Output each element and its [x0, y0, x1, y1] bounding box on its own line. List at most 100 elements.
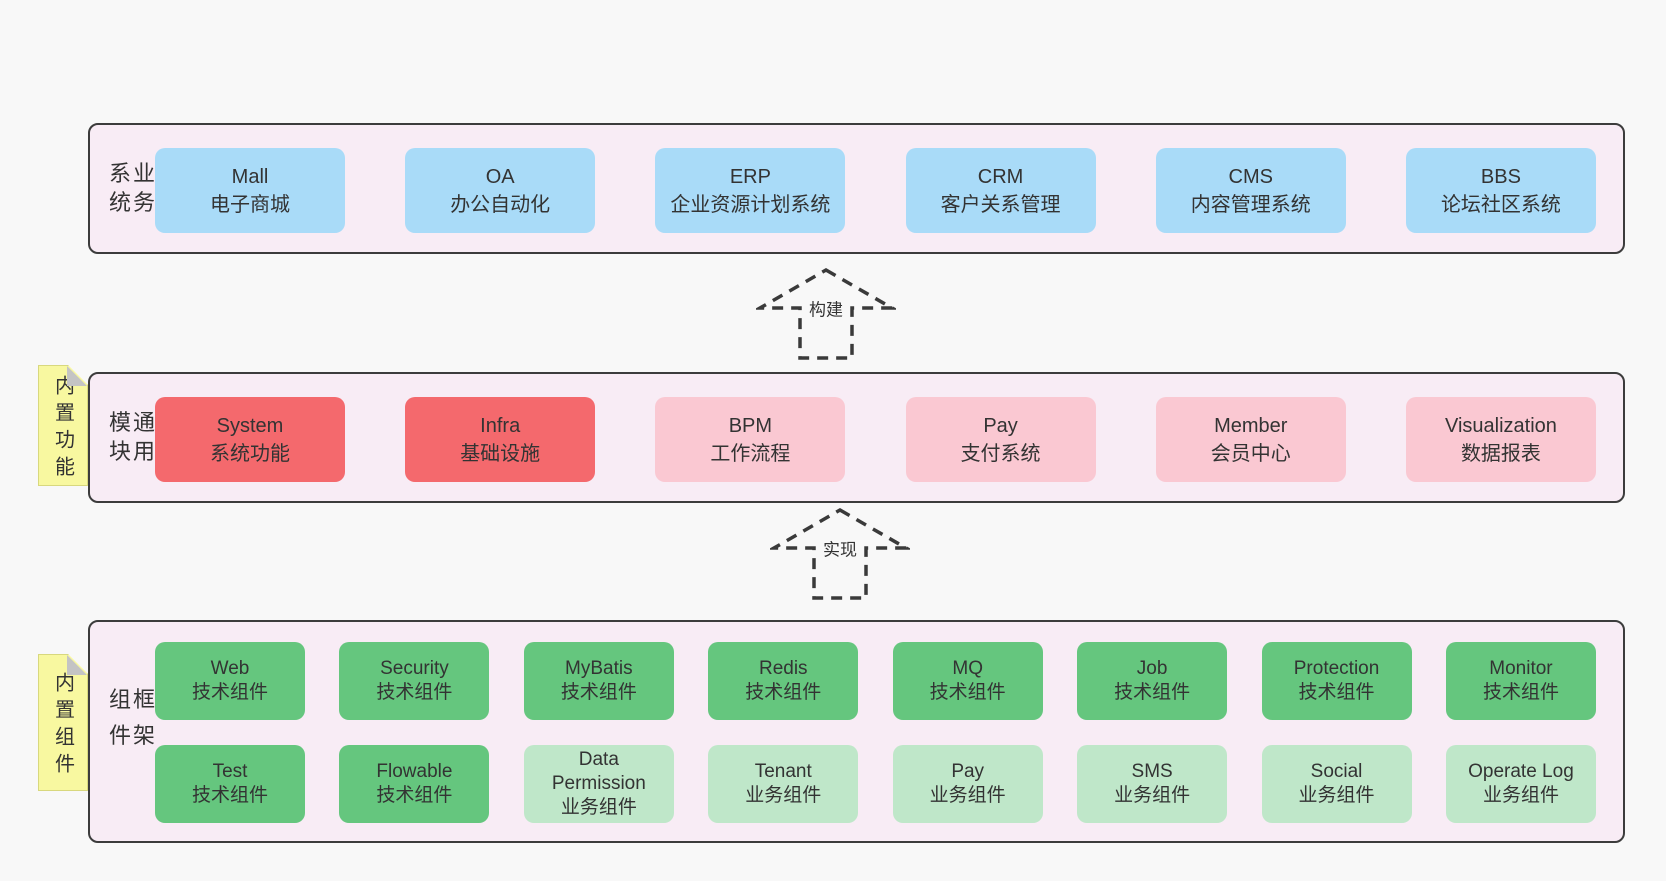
band-label-framework-components: 框架组件: [106, 687, 155, 760]
box-name: Social: [1310, 761, 1363, 782]
box-name: OA: [485, 165, 515, 188]
box-name: Member: [1214, 414, 1288, 437]
box-desc: 系统功能: [210, 442, 290, 465]
box-test: Test 技术组件: [155, 745, 305, 823]
box-redis: Redis 技术组件: [708, 642, 859, 720]
box-visualization: Visualization 数据报表: [1405, 397, 1596, 482]
box-mybatis: MyBatis 技术组件: [523, 642, 674, 720]
box-crm: CRM 客户关系管理: [905, 148, 1096, 233]
box-web: Web 技术组件: [155, 642, 305, 720]
note-text: 内置组件: [51, 671, 74, 780]
box-desc: 技术组件: [1482, 682, 1559, 703]
box-desc: 基础设施: [460, 442, 541, 465]
box-system: System 系统功能: [155, 397, 345, 482]
band-common-modules: 通用模块 System 系统功能 Infra 基础设施 BPM 工作流程 Pay…: [88, 372, 1625, 503]
box-name: ERP: [729, 165, 771, 188]
box-name: System: [216, 414, 284, 437]
box-name: Monitor: [1489, 658, 1553, 679]
implement-arrow: 实现: [770, 506, 910, 602]
band-business-systems: 业务系统 Mall 电子商城 OA 办公自动化 ERP 企业资源计划系统 CRM…: [88, 123, 1625, 254]
box-name: BBS: [1480, 165, 1521, 188]
note-text: 内置功能: [51, 374, 74, 483]
box-name: Web: [210, 658, 250, 679]
box-name: Mall: [231, 165, 269, 188]
box-desc: 业务组件: [929, 785, 1006, 806]
arrow-label: 实现: [818, 532, 862, 564]
box-name: Pay: [983, 414, 1018, 437]
box-security: Security 技术组件: [339, 642, 490, 720]
box-desc: 企业资源计划系统: [670, 193, 831, 216]
box-desc: 业务组件: [560, 797, 637, 818]
box-desc: 数据报表: [1460, 442, 1541, 465]
box-name: Flowable: [376, 761, 453, 782]
common-modules-row: System 系统功能 Infra 基础设施 BPM 工作流程 Pay 支付系统…: [155, 397, 1596, 482]
box-name: Data Permission: [551, 749, 646, 794]
box-member: Member 会员中心: [1155, 397, 1346, 482]
arrow-label: 构建: [804, 292, 848, 324]
box-tenant: Tenant 业务组件: [708, 745, 859, 823]
box-desc: 论坛社区系统: [1440, 193, 1561, 216]
box-pay-component: Pay 业务组件: [892, 745, 1043, 823]
box-name: Tenant: [754, 761, 812, 782]
box-name: Job: [1136, 658, 1168, 679]
box-name: Infra: [480, 414, 521, 437]
box-job: Job 技术组件: [1077, 642, 1228, 720]
box-desc: 技术组件: [745, 682, 822, 703]
box-desc: 电子商城: [210, 193, 290, 216]
box-social: Social 业务组件: [1261, 745, 1412, 823]
box-desc: 会员中心: [1210, 442, 1291, 465]
box-name: Redis: [758, 658, 808, 679]
dashed-up-arrow-icon: [756, 267, 896, 360]
box-desc: 内容管理系统: [1190, 193, 1311, 216]
box-name: Security: [380, 658, 449, 679]
box-desc: 工作流程: [710, 442, 791, 465]
box-desc: 业务组件: [1482, 785, 1559, 806]
box-name: CRM: [977, 165, 1024, 188]
folded-corner-icon: [67, 655, 87, 675]
band-label-common-modules: 通用模块: [106, 410, 155, 469]
box-bbs: BBS 论坛社区系统: [1405, 148, 1596, 233]
box-mq: MQ 技术组件: [892, 642, 1043, 720]
sticky-note-built-in-features: 内置功能: [38, 365, 88, 486]
box-name: Protection: [1293, 658, 1380, 679]
build-arrow: 构建: [756, 266, 896, 362]
box-desc: 技术组件: [1114, 682, 1191, 703]
box-desc: 技术组件: [191, 682, 268, 703]
box-sms: SMS 业务组件: [1077, 745, 1228, 823]
box-operate-log: Operate Log 业务组件: [1445, 745, 1596, 823]
framework-components-row-2: Test 技术组件 Flowable 技术组件 Data Permission …: [155, 745, 1596, 823]
box-cms: CMS 内容管理系统: [1155, 148, 1346, 233]
box-name: Operate Log: [1468, 761, 1574, 782]
sticky-note-built-in-components: 内置组件: [38, 654, 88, 791]
box-erp: ERP 企业资源计划系统: [655, 148, 846, 233]
box-mall: Mall 电子商城: [155, 148, 345, 233]
box-pay-module: Pay 支付系统: [905, 397, 1096, 482]
framework-components-row-1: Web 技术组件 Security 技术组件 MyBatis 技术组件 Redi…: [155, 642, 1596, 720]
box-name: BPM: [728, 414, 773, 437]
box-desc: 技术组件: [929, 682, 1006, 703]
box-name: Pay: [951, 761, 985, 782]
box-flowable: Flowable 技术组件: [339, 745, 490, 823]
box-name: Test: [212, 761, 248, 782]
box-name: MyBatis: [565, 658, 633, 679]
folded-corner-icon: [67, 366, 87, 386]
box-desc: 技术组件: [560, 682, 637, 703]
box-desc: 办公自动化: [450, 193, 551, 216]
box-name: SMS: [1131, 761, 1173, 782]
band-framework-components: 框架组件 Web 技术组件 Security 技术组件 MyBatis 技术组件…: [88, 620, 1625, 843]
box-desc: 业务组件: [1298, 785, 1375, 806]
box-desc: 技术组件: [376, 785, 453, 806]
box-desc: 业务组件: [1114, 785, 1191, 806]
box-monitor: Monitor 技术组件: [1445, 642, 1596, 720]
box-protection: Protection 技术组件: [1261, 642, 1412, 720]
box-data-permission: Data Permission 业务组件: [523, 745, 674, 823]
box-name: Visualization: [1444, 414, 1557, 437]
box-desc: 业务组件: [745, 785, 822, 806]
box-desc: 技术组件: [1298, 682, 1375, 703]
box-name: CMS: [1228, 165, 1273, 188]
box-desc: 支付系统: [960, 442, 1041, 465]
box-desc: 技术组件: [376, 682, 453, 703]
box-desc: 客户关系管理: [940, 193, 1061, 216]
business-systems-row: Mall 电子商城 OA 办公自动化 ERP 企业资源计划系统 CRM 客户关系…: [155, 148, 1596, 233]
